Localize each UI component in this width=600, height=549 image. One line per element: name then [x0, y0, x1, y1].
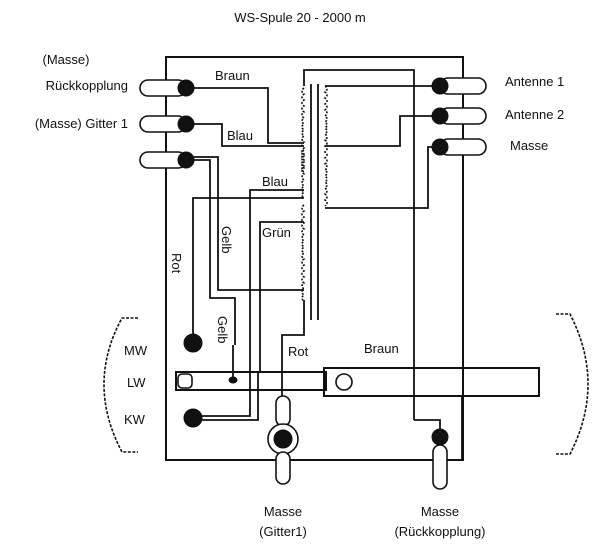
right-terminal-1-label: Antenne 1 [505, 74, 564, 89]
bottom-gitter-label-line1: Masse [264, 504, 302, 519]
diagram-title: WS-Spule 20 - 2000 m [234, 10, 366, 25]
rotation-arc-right [556, 313, 589, 455]
terminal-lug-bottom-rueckkopplung[interactable] [432, 444, 448, 490]
wire-label-gruen: Grün [262, 225, 291, 240]
rueckkopplung-contact [431, 428, 449, 446]
terminal-dot-left-1 [177, 79, 195, 97]
switch-label-mw: MW [124, 343, 148, 358]
wire-masse-right [325, 146, 440, 209]
switch-shaft[interactable] [175, 371, 327, 391]
wire-label-rot-bottom: Rot [288, 344, 309, 359]
wire-kw-2 [196, 372, 259, 421]
terminal-dot-right-2 [431, 107, 449, 125]
right-terminal-2-label: Antenne 2 [505, 107, 564, 122]
terminal-dot-left-3 [177, 151, 195, 169]
gitter-lug-top [275, 395, 291, 427]
left-terminal-1-label-line2: Rückkopplung [46, 78, 128, 93]
rotation-arc-left [103, 317, 138, 453]
bottom-rueckkopplung-label-line2: (Rückkopplung) [394, 524, 485, 539]
coil-housing [165, 56, 464, 461]
shaft-end-knob [177, 373, 193, 389]
kw-contact [183, 408, 203, 428]
wire-rot-left [192, 197, 304, 338]
coil-winding-middle [301, 149, 306, 199]
antenna-coil-winding [323, 85, 328, 207]
switch-label-lw: LW [127, 375, 146, 390]
wire-braun-feedback [303, 69, 415, 420]
wire-label-blau-2: Blau [262, 174, 288, 189]
wire-blau-1 [186, 123, 304, 147]
right-terminal-3-label: Masse [510, 138, 548, 153]
coil-winding-upper [301, 87, 306, 173]
wire-label-braun-bottom: Braun [364, 341, 399, 356]
switch-lever[interactable] [323, 367, 540, 397]
wire-label-braun-top: Braun [215, 68, 250, 83]
left-terminal-2-label: (Masse) Gitter 1 [35, 116, 128, 131]
lever-pivot [335, 373, 353, 391]
wire-label-rot-left: Rot [169, 253, 184, 274]
wire-gelb-inner [186, 156, 304, 291]
terminal-dot-right-3 [431, 138, 449, 156]
mw-contact [183, 333, 203, 353]
wire-blau-2 [249, 189, 304, 372]
wire-antenne-2 [325, 115, 440, 147]
left-terminal-1-label-line1: (Masse) [43, 52, 90, 67]
wire-braun-top [186, 87, 304, 144]
wire-kw-1 [196, 372, 251, 417]
coil-winding-lower [301, 204, 306, 302]
terminal-lug-bottom-gitter[interactable] [275, 451, 291, 485]
bottom-rueckkopplung-label-line1: Masse [421, 504, 459, 519]
wire-gelb-outer [186, 159, 236, 345]
wire-label-gelb-2: Gelb [215, 316, 230, 343]
terminal-dot-right-1 [431, 77, 449, 95]
wire-braun-bottom [414, 419, 441, 432]
lw-contact-dot [228, 376, 238, 384]
wire-label-gelb-1: Gelb [219, 226, 234, 253]
bottom-gitter-label-line2: (Gitter1) [259, 524, 307, 539]
terminal-dot-left-2 [177, 115, 195, 133]
switch-label-kw: KW [124, 412, 146, 427]
gitter-contact [273, 429, 293, 449]
wire-label-blau-1: Blau [227, 128, 253, 143]
wire-gruen [259, 221, 304, 372]
wire-rot-bottom [281, 300, 305, 398]
